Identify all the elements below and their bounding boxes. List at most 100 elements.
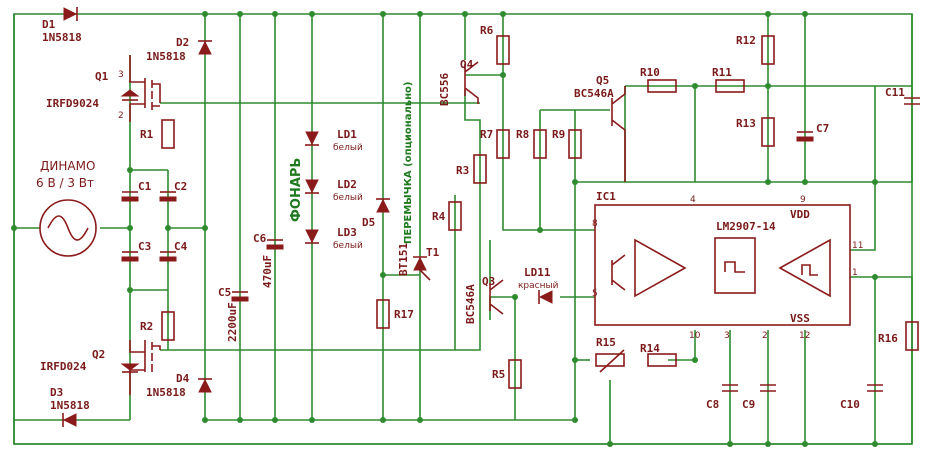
dynamo-title: ДИНАМО xyxy=(40,159,95,173)
led-ld2 xyxy=(305,179,319,194)
r13-label: R13 xyxy=(736,117,756,130)
c1-label: C1 xyxy=(138,180,152,193)
ic1-pin2: 2 xyxy=(762,331,768,341)
ic1-label: IC1 xyxy=(596,190,616,203)
ld2-label: LD2 xyxy=(337,178,357,191)
capacitor-c7 xyxy=(796,131,814,142)
r4-label: R4 xyxy=(432,210,446,223)
c2-label: C2 xyxy=(174,180,187,193)
jumper-label: ПЕРЕМЫЧКА (опционально) xyxy=(403,82,414,244)
resistor-r1 xyxy=(161,119,175,149)
flashlight-label: ФОНАРЬ xyxy=(289,158,304,222)
ic1-part: LM2907-14 xyxy=(716,220,776,233)
diode-d1 xyxy=(63,7,78,21)
ic1-pin1: 1 xyxy=(852,268,858,278)
resistor-r16 xyxy=(905,321,919,351)
mosfet-q2 xyxy=(120,340,161,395)
resistor-r17 xyxy=(376,299,390,329)
c6-value: 470uF xyxy=(261,255,274,288)
capacitor-c4 xyxy=(159,251,177,262)
c11-label: C11 xyxy=(885,86,905,99)
d3-part: 1N5818 xyxy=(50,399,90,412)
led-ld1 xyxy=(305,131,319,146)
capacitor-c1 xyxy=(121,191,139,202)
q1-part: IRFD9024 xyxy=(46,97,99,110)
ic1-pin9: 9 xyxy=(800,195,806,205)
capacitor-c2 xyxy=(159,191,177,202)
c3-label: C3 xyxy=(138,240,151,253)
r15-label: R15 xyxy=(596,336,616,349)
q5-part: BC546A xyxy=(574,87,614,100)
ld11-color: красный xyxy=(518,281,559,291)
q2-label: Q2 xyxy=(92,348,105,361)
diode-d4 xyxy=(198,378,212,393)
ic1-pin8: 8 xyxy=(592,219,598,229)
r7-label: R7 xyxy=(480,128,493,141)
dynamo-generator xyxy=(39,199,97,257)
r16-label: R16 xyxy=(878,332,898,345)
c9-label: C9 xyxy=(742,398,755,411)
transistor-q3 xyxy=(489,279,504,315)
ic1-pin5: 5 xyxy=(592,289,598,299)
r12-label: R12 xyxy=(736,34,756,47)
c5-label: C5 xyxy=(218,286,231,299)
resistor-r8 xyxy=(533,129,547,159)
q5-label: Q5 xyxy=(596,74,609,87)
q1-pin2: 2 xyxy=(118,111,124,121)
ld1-label: LD1 xyxy=(337,128,357,141)
capacitor-c9 xyxy=(760,384,776,392)
ld1-color: белый xyxy=(333,143,363,153)
q3-label: Q3 xyxy=(482,275,495,288)
capacitor-c8 xyxy=(722,384,738,392)
capacitor-c5 xyxy=(231,291,249,302)
d2-part: 1N5818 xyxy=(146,50,186,63)
ld11-label: LD11 xyxy=(524,266,551,279)
r14-label: R14 xyxy=(640,342,660,355)
c10-label: C10 xyxy=(840,398,860,411)
d1-label: D1 xyxy=(42,18,56,31)
r2-label: R2 xyxy=(140,320,153,333)
r1-label: R1 xyxy=(140,128,154,141)
led-ld11 xyxy=(538,290,553,304)
capacitor-c3 xyxy=(121,251,139,262)
resistor-r14 xyxy=(647,353,677,367)
resistor-r10 xyxy=(647,79,677,93)
resistor-r9 xyxy=(568,129,582,159)
c6-label: C6 xyxy=(253,232,267,245)
q4-label: Q4 xyxy=(460,58,474,71)
r6-label: R6 xyxy=(480,24,494,37)
r5-label: R5 xyxy=(492,368,505,381)
ic1-pin10: 10 xyxy=(689,331,701,341)
r17-label: R17 xyxy=(394,308,414,321)
capacitor-c6 xyxy=(266,239,284,250)
diode-d2 xyxy=(198,40,212,55)
d4-part: 1N5818 xyxy=(146,386,186,399)
resistor-r2 xyxy=(161,311,175,341)
ld2-color: белый xyxy=(333,193,363,203)
mosfet-q1 xyxy=(120,55,161,122)
ic1-pin3: 3 xyxy=(724,331,730,341)
resistor-r12 xyxy=(761,35,775,65)
diode-d3 xyxy=(62,413,77,427)
junctions xyxy=(11,11,878,447)
resistor-r4 xyxy=(448,201,462,231)
q4-part: BC556 xyxy=(438,73,451,106)
resistor-r13 xyxy=(761,117,775,147)
d5-label: D5 xyxy=(362,216,375,229)
r8-label: R8 xyxy=(516,128,529,141)
r9-label: R9 xyxy=(552,128,565,141)
ic1-pin12: 12 xyxy=(799,331,810,341)
d2-label: D2 xyxy=(176,36,189,49)
ic1-vdd: VDD xyxy=(790,208,810,221)
thyristor-t1 xyxy=(413,256,431,281)
c5-value: 2200uF xyxy=(226,302,239,342)
capacitor-c11 xyxy=(904,97,920,105)
q1-label: Q1 xyxy=(95,70,109,83)
ld3-color: белый xyxy=(333,241,363,251)
d1-part: 1N5818 xyxy=(42,31,82,44)
capacitor-c10 xyxy=(867,384,883,392)
c8-label: C8 xyxy=(706,398,719,411)
led-ld3 xyxy=(305,229,319,244)
ic1-lm2907 xyxy=(594,204,851,326)
